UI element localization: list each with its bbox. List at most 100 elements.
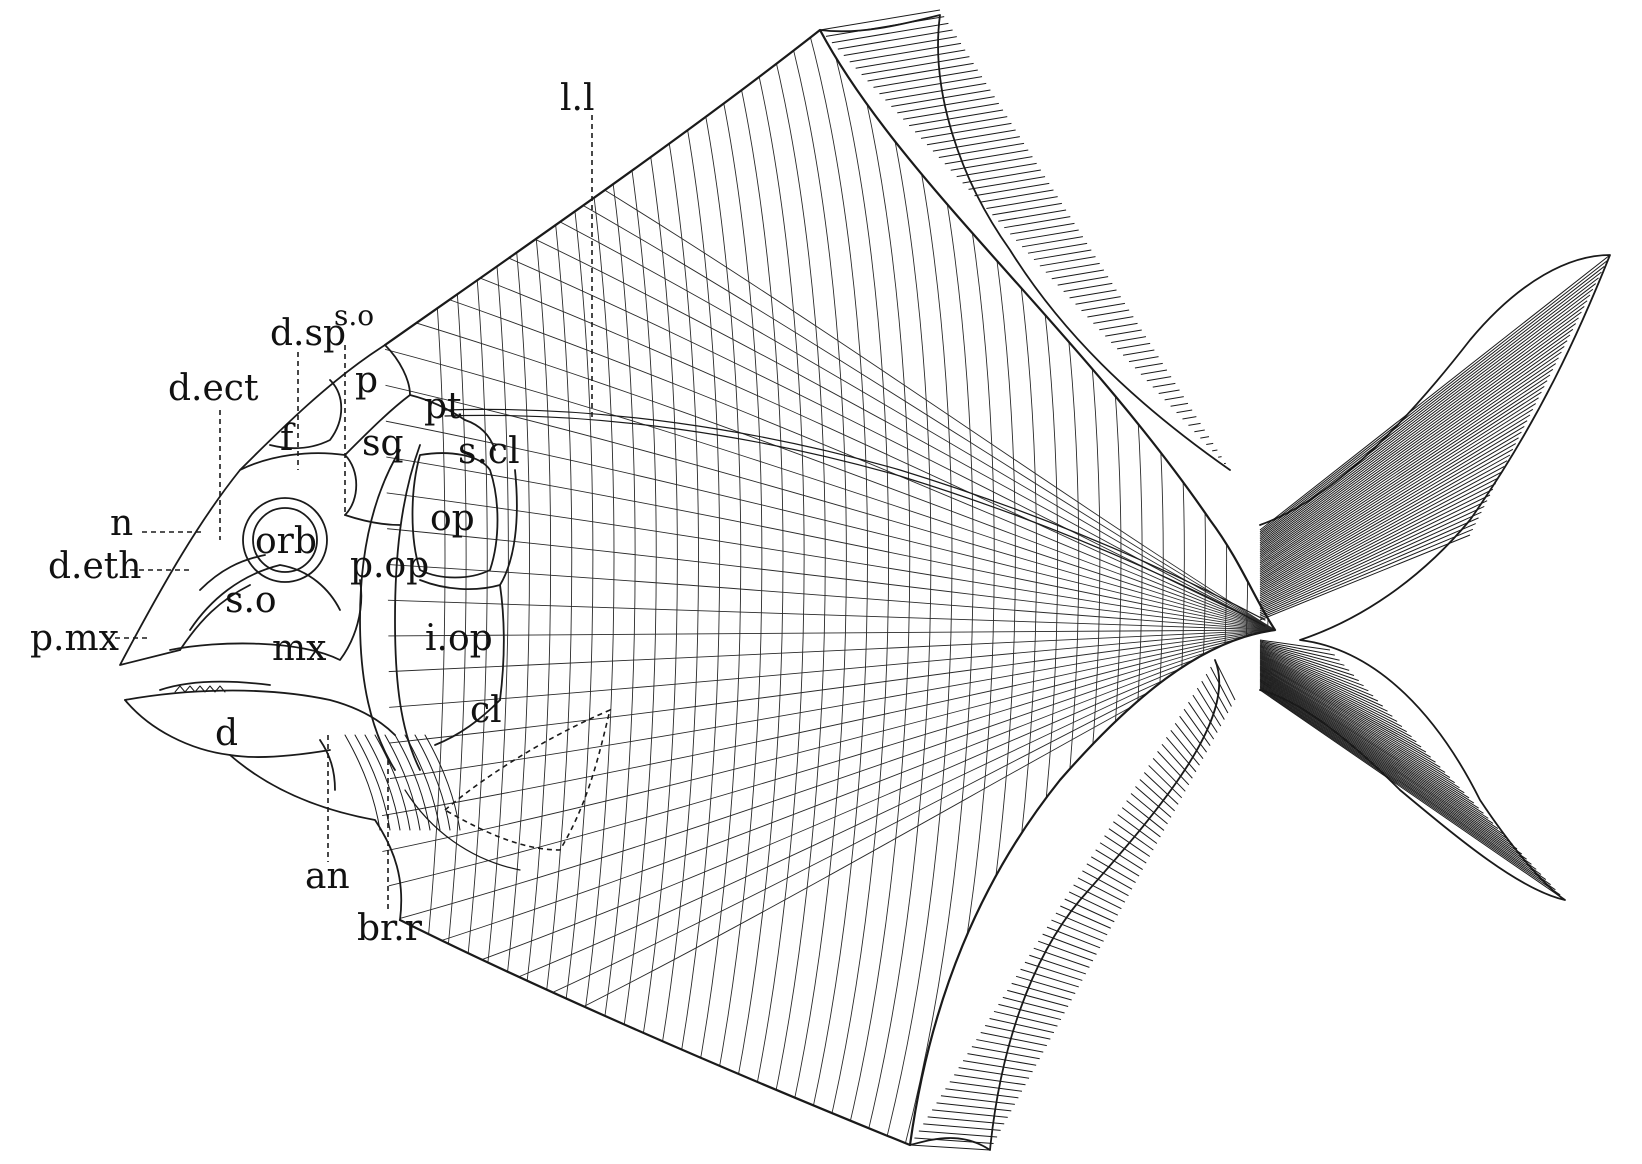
anal-ray — [1161, 744, 1193, 779]
caudal-ray-lower — [1259, 664, 1446, 773]
anal-fin — [909, 659, 1236, 1151]
caudal-ray-upper — [1259, 340, 1568, 558]
scale-row — [381, 491, 1275, 631]
caudal-ray-lower — [1259, 672, 1484, 814]
caudal-ray-upper — [1259, 431, 1522, 588]
anal-ray — [1060, 905, 1111, 929]
anal-ray — [1046, 926, 1101, 949]
dorsal-ray — [1075, 296, 1121, 305]
dorsal-ray — [885, 82, 987, 101]
caudal-ray-upper — [1259, 283, 1597, 540]
caudal-ray-lower — [1259, 680, 1523, 855]
dorsal-ray — [1128, 356, 1159, 363]
caudal-ray-lower — [1259, 682, 1532, 865]
anal-ray — [1192, 694, 1218, 733]
dorsal-ray — [1117, 342, 1151, 350]
caudal-ray-lower — [1259, 644, 1355, 676]
scale-arc — [839, 30, 911, 1145]
caudal-ray-lower — [1259, 648, 1374, 697]
scale-row — [381, 311, 1275, 631]
scale-arc — [1039, 30, 1122, 1145]
dorsal-ray — [1176, 409, 1193, 414]
scale-arc — [759, 30, 826, 1145]
scale-row — [381, 455, 1275, 631]
anal-ray — [1143, 772, 1179, 805]
anal-ray — [914, 1137, 994, 1144]
label-angular: an — [305, 856, 350, 897]
scale-row — [381, 599, 1275, 631]
caudal-ray-upper — [1259, 448, 1514, 593]
pectoral-fin-base — [404, 789, 521, 871]
anal-ray — [1020, 968, 1079, 988]
caudal-ray-upper — [1259, 403, 1536, 579]
anal-ray — [958, 1067, 1030, 1079]
caudal-ray-upper — [1259, 408, 1534, 581]
caudal-ray-upper — [1259, 443, 1516, 592]
branchiostegal-ray — [364, 734, 401, 831]
scale-row — [381, 629, 1275, 925]
anal-ray — [1082, 870, 1129, 897]
anal-ray — [1033, 947, 1090, 968]
dorsal-ray — [992, 202, 1062, 216]
dorsal-ray — [1004, 216, 1071, 229]
caudal-ray-upper — [1259, 277, 1599, 538]
caudal-ray-lower — [1259, 677, 1508, 840]
dorsal-ray — [944, 149, 1029, 165]
dorsal-ray — [897, 96, 995, 114]
dorsal-ray — [914, 116, 1008, 133]
label-supraorbital: s.o — [334, 299, 374, 332]
caudal-ray-lower — [1259, 657, 1417, 743]
caudal-ray-upper — [1259, 534, 1471, 621]
anal-ray — [1152, 758, 1186, 792]
caudal-ray-upper — [1259, 254, 1611, 531]
caudal-ray-lower — [1259, 651, 1388, 712]
caudal-ray-lower — [1259, 671, 1479, 809]
dorsal-ray — [1105, 329, 1142, 337]
caudal-ray-upper — [1259, 505, 1485, 612]
anal-ray — [985, 1025, 1051, 1040]
caudal-ray-lower — [1259, 649, 1379, 702]
caudal-ray-lower — [1259, 681, 1527, 860]
scale-arc — [899, 30, 974, 1145]
anal-ray — [1135, 786, 1172, 818]
dorsal-ray — [1111, 336, 1147, 343]
caudal-ray-upper — [1259, 266, 1605, 535]
label-post-temporal: pt — [424, 386, 462, 427]
dorsal-ray — [1057, 276, 1109, 286]
scale-row — [381, 629, 1275, 817]
anal-ray — [1196, 687, 1222, 727]
branchiostegal-ray — [404, 734, 441, 831]
caudal-ray-upper — [1259, 414, 1531, 582]
anal-ray — [1073, 884, 1122, 910]
dorsal-ray — [867, 62, 974, 82]
caudal-ray-upper — [1259, 386, 1545, 573]
anal-ray — [1166, 736, 1197, 773]
caudal-ray-upper — [1259, 300, 1588, 546]
body-outline — [383, 28, 1277, 1147]
scale-arc — [679, 30, 742, 1145]
dorsal-ray — [1093, 316, 1134, 324]
anal-ray — [1051, 919, 1104, 942]
caudal-ray-upper — [1259, 357, 1559, 564]
caudal-ray-lower — [1259, 675, 1499, 829]
body-scales — [381, 30, 1275, 1145]
caudal-ray-lower — [1259, 689, 1566, 901]
anal-ray — [936, 1102, 1012, 1112]
scale-row — [381, 629, 1275, 997]
scale-row — [381, 629, 1275, 1069]
caudal-ray-lower — [1259, 647, 1369, 692]
caudal-ray-upper — [1259, 511, 1482, 614]
dorsal-ray — [998, 209, 1067, 222]
scale-arc — [1159, 30, 1249, 1145]
dorsal-ray — [1146, 376, 1172, 382]
caudal-ray-lower — [1259, 645, 1359, 682]
scale-arc — [719, 30, 784, 1145]
label-nasal: n — [110, 503, 133, 544]
dorsal-ray — [950, 156, 1033, 171]
scale-arc — [879, 30, 953, 1145]
anal-ray — [1090, 856, 1136, 884]
label-frontal: f — [280, 418, 296, 459]
caudal-ray-upper — [1259, 494, 1491, 608]
dorsal-ray — [1164, 396, 1184, 401]
caudal-ray-upper — [1259, 346, 1565, 560]
